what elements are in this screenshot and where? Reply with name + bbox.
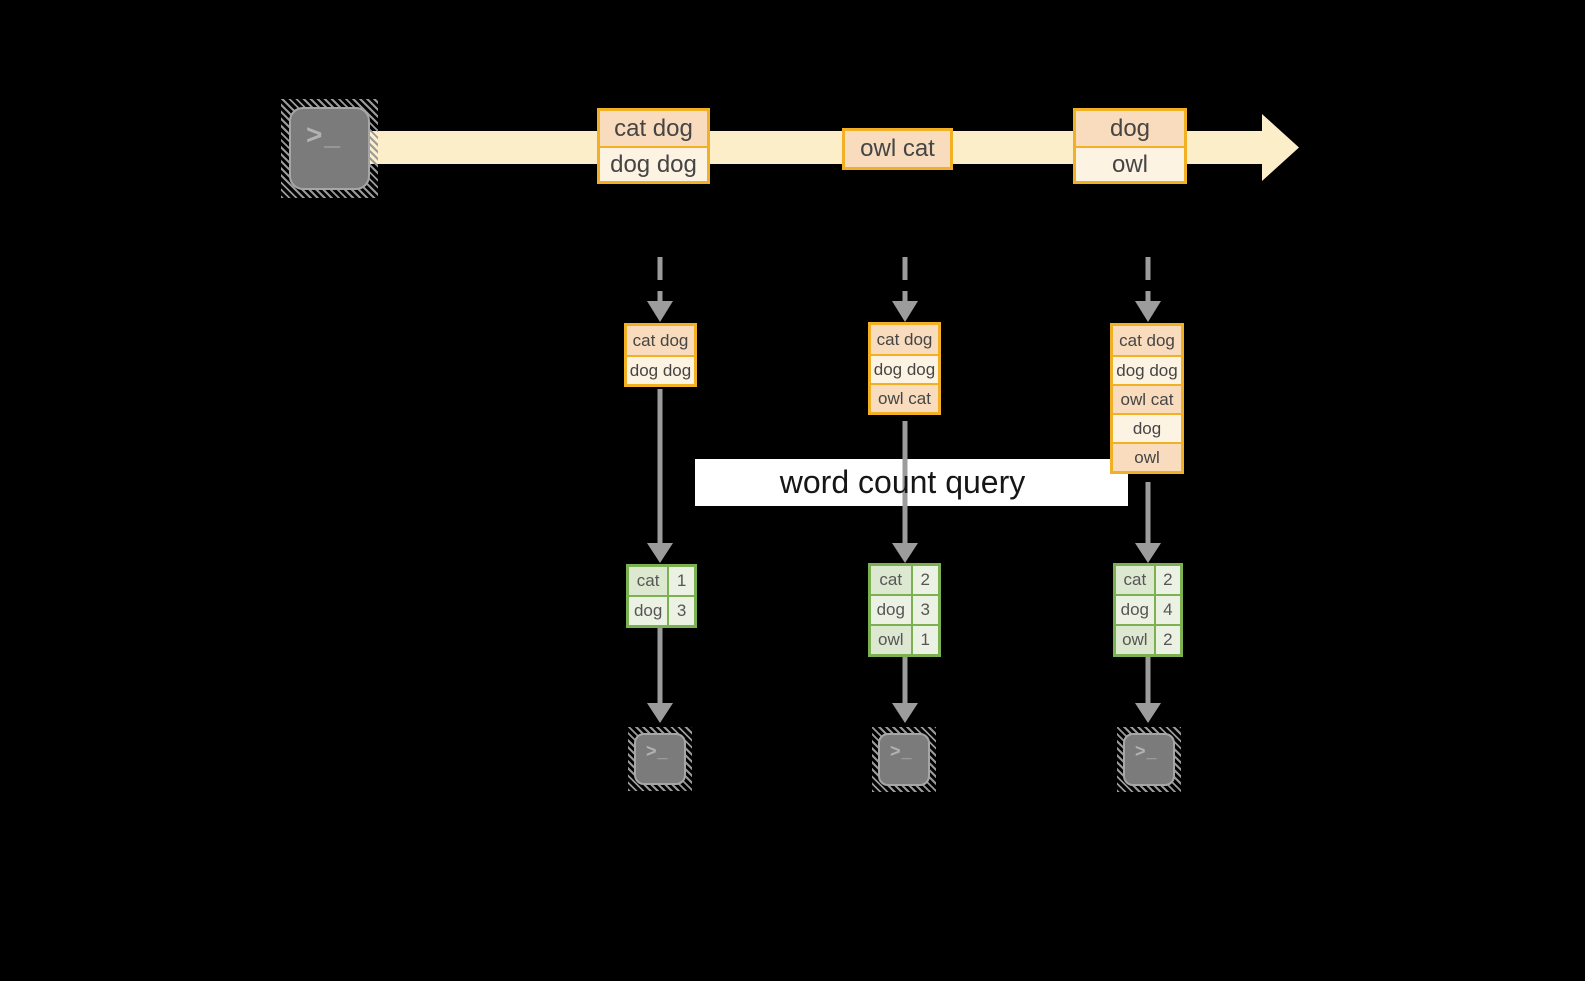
batch-line: owl cat — [1113, 384, 1181, 413]
count-cell: 2 — [1155, 626, 1180, 654]
word-count-table-3: cat 2 dog 4 owl 2 — [1113, 563, 1183, 657]
batch-line: dog dog — [627, 355, 694, 384]
output-arrow-2 — [892, 657, 918, 723]
word-cell: dog — [1116, 596, 1156, 624]
word-cell: dog — [871, 596, 913, 624]
batch-line: owl cat — [845, 131, 950, 167]
terminal-prompt-glyph: >_ — [1135, 741, 1158, 761]
word-cell: cat — [629, 567, 670, 595]
count-cell: 3 — [912, 596, 938, 624]
stream-batch-3: dog owl — [1073, 108, 1187, 184]
table-row: cat 1 — [629, 567, 694, 595]
count-cell: 1 — [669, 567, 694, 595]
ingest-arrow-2 — [892, 257, 918, 322]
batch-line: cat dog — [871, 325, 938, 354]
table-row: dog 3 — [871, 594, 938, 624]
stream-batch-2: owl cat — [842, 128, 953, 170]
table-row: dog 3 — [629, 595, 694, 625]
batch-line: dog — [1113, 413, 1181, 442]
terminal-prompt-glyph: >_ — [646, 741, 669, 761]
count-cell: 2 — [1155, 566, 1180, 594]
accumulated-batch-3: cat dog dog dog owl cat dog owl — [1110, 323, 1184, 474]
word-cell: owl — [871, 626, 913, 654]
word-cell: cat — [1116, 566, 1156, 594]
result-terminal-icon-2: >_ — [872, 727, 936, 792]
output-arrow-3 — [1135, 657, 1161, 723]
query-arrow-1 — [647, 389, 673, 563]
terminal-screen: >_ — [878, 733, 930, 786]
table-row: owl 2 — [1116, 624, 1180, 654]
batch-line: cat dog — [600, 111, 707, 146]
count-cell: 2 — [912, 566, 938, 594]
word-cell: cat — [871, 566, 913, 594]
batch-line: dog — [1076, 111, 1184, 146]
query-arrow-2 — [892, 421, 918, 563]
table-row: cat 2 — [871, 566, 938, 594]
batch-line: dog dog — [600, 146, 707, 181]
result-terminal-icon-1: >_ — [628, 727, 692, 791]
query-label: word count query — [779, 464, 1026, 500]
batch-line: owl cat — [871, 383, 938, 412]
terminal-screen: >_ — [634, 733, 686, 785]
terminal-prompt-glyph: >_ — [890, 741, 913, 761]
query-banner — [695, 459, 1128, 506]
output-arrow-1 — [647, 628, 673, 723]
ingest-arrow-3 — [1135, 257, 1161, 322]
table-row: dog 4 — [1116, 594, 1180, 624]
batch-line: cat dog — [627, 326, 694, 355]
stream-batch-1: cat dog dog dog — [597, 108, 710, 184]
query-arrow-3 — [1135, 482, 1161, 563]
batch-line: owl — [1113, 442, 1181, 471]
terminal-screen: >_ — [289, 107, 370, 190]
batch-line: dog dog — [1113, 355, 1181, 384]
batch-line: cat dog — [1113, 326, 1181, 355]
batch-line: dog dog — [871, 354, 938, 383]
accumulated-batch-2: cat dog dog dog owl cat — [868, 322, 941, 415]
batch-line: owl — [1076, 146, 1184, 181]
table-row: cat 2 — [1116, 566, 1180, 594]
stream-source-terminal-icon: >_ — [281, 99, 378, 198]
table-row: owl 1 — [871, 624, 938, 654]
ingest-arrow-1 — [647, 257, 673, 322]
count-cell: 1 — [912, 626, 938, 654]
result-terminal-icon-3: >_ — [1117, 727, 1181, 792]
word-count-table-2: cat 2 dog 3 owl 1 — [868, 563, 941, 657]
count-cell: 3 — [669, 597, 694, 625]
word-cell: dog — [629, 597, 670, 625]
word-cell: owl — [1116, 626, 1156, 654]
terminal-prompt-glyph: >_ — [306, 119, 342, 150]
accumulated-batch-1: cat dog dog dog — [624, 323, 697, 387]
terminal-screen: >_ — [1123, 733, 1175, 786]
count-cell: 4 — [1155, 596, 1180, 624]
word-count-table-1: cat 1 dog 3 — [626, 564, 697, 628]
